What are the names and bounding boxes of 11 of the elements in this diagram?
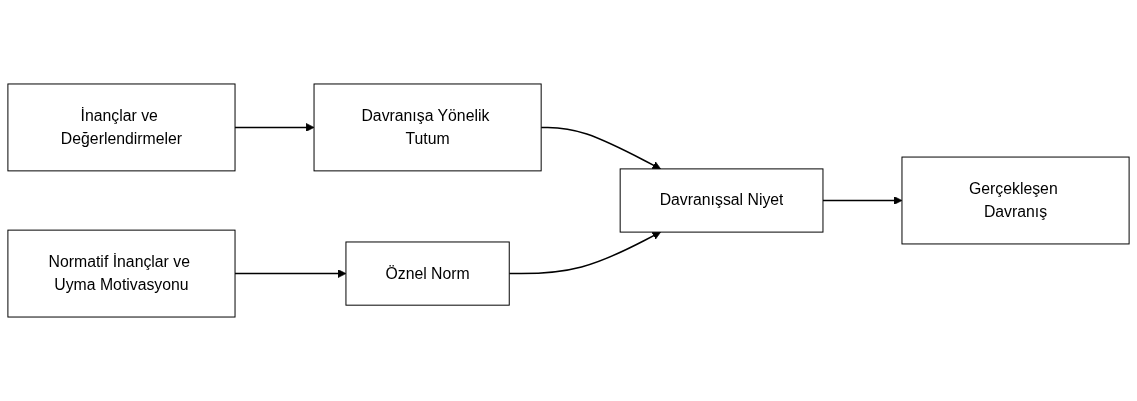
node-box: Normatif İnançlar ve Uyma Motivasyonu xyxy=(7,229,236,318)
node-box: Davranışa Yönelik Tutum xyxy=(313,83,542,172)
node-box: Gerçekleşen Davranış xyxy=(901,156,1130,245)
node-box: İnançlar ve Değerlendirmeler xyxy=(7,83,236,172)
arrow xyxy=(540,126,662,170)
arrow xyxy=(234,269,347,278)
arrow xyxy=(822,196,903,205)
node-box: Öznel Norm xyxy=(345,241,510,306)
arrow xyxy=(508,231,662,275)
arrow xyxy=(234,123,315,132)
node-box: Davranışsal Niyet xyxy=(619,168,824,233)
